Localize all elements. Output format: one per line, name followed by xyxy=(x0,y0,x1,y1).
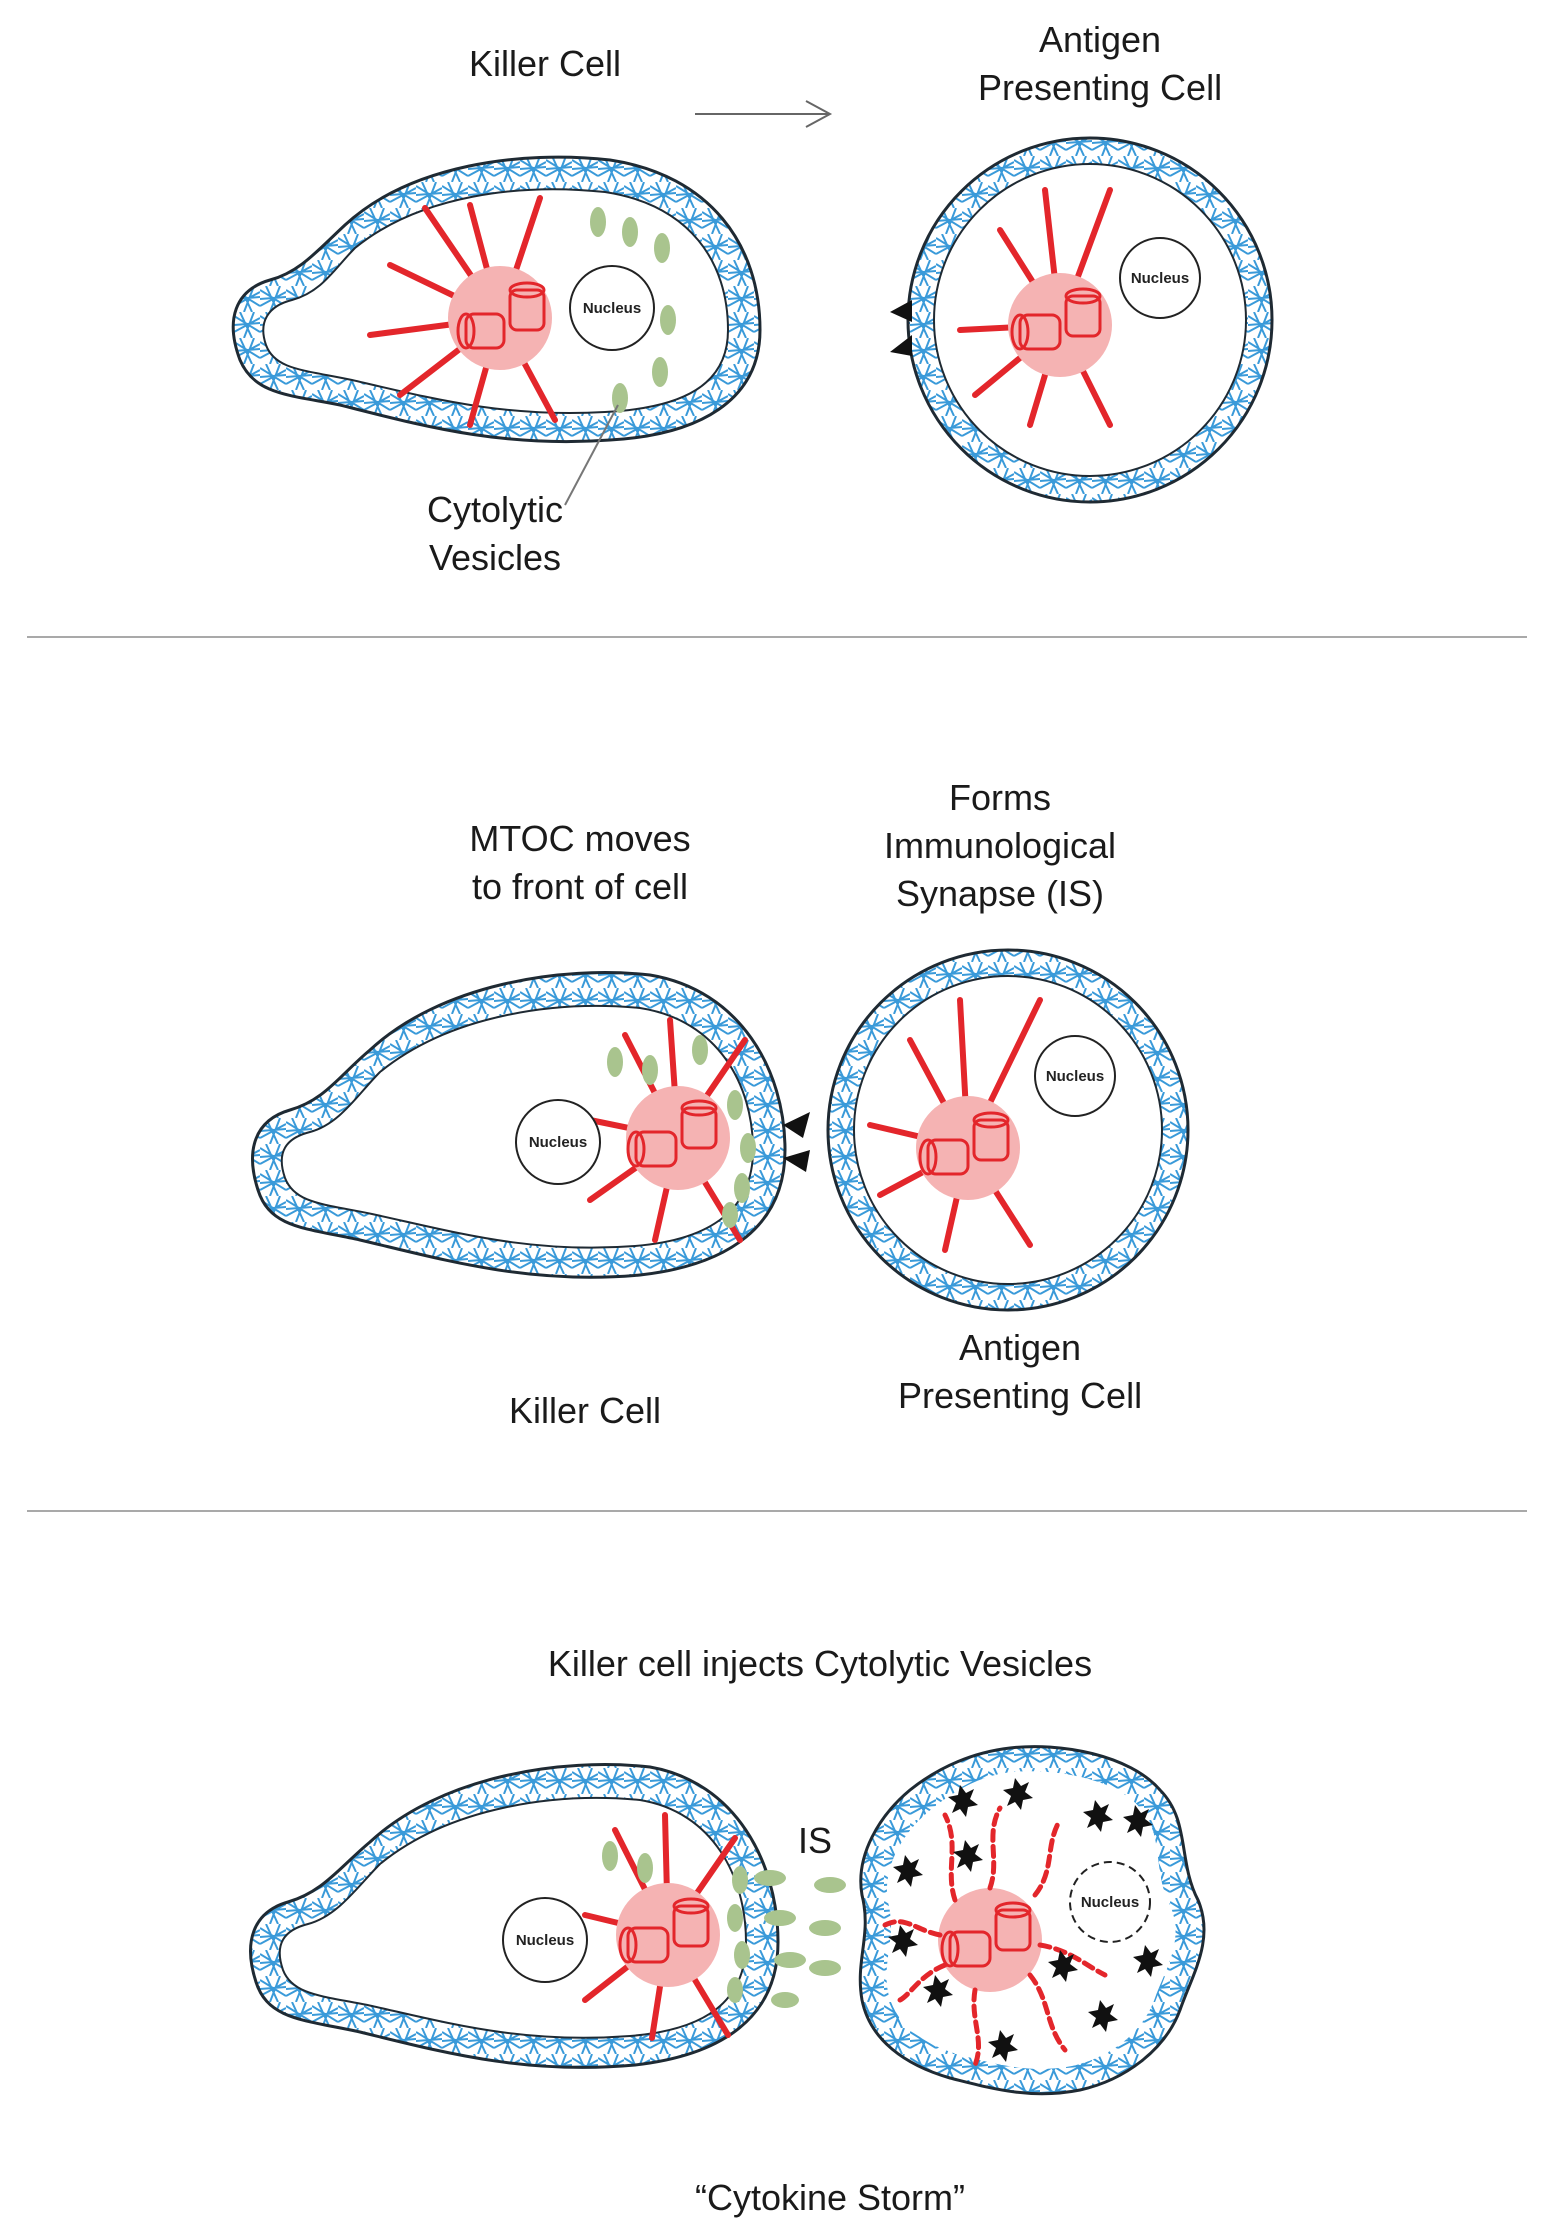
killer-cell-label-text: Killer Cell xyxy=(468,43,622,84)
cytokine-storm-label-text: “Cytokine Storm” xyxy=(694,2177,966,2218)
nucleus-label: Nucleus xyxy=(529,1134,587,1151)
killer-cell: Nucleus xyxy=(231,155,762,506)
divider-top xyxy=(27,636,1527,638)
nucleus xyxy=(1069,1861,1151,1943)
vesicles-label-line1: Cytolytic xyxy=(426,489,564,530)
centrioles xyxy=(1010,287,1102,351)
synapse-label-line2: Immunological xyxy=(883,825,1117,866)
nucleus xyxy=(515,1099,601,1185)
apc-label-line2: Presenting Cell xyxy=(977,67,1223,108)
cytolytic-vesicles-label: Cytolytic Vesicles xyxy=(395,486,595,582)
antigen-presenting-cell: Nucleus xyxy=(826,948,1190,1312)
antigens xyxy=(890,300,912,356)
cytolytic-vesicles xyxy=(590,207,676,413)
nucleus-label: Nucleus xyxy=(583,300,641,317)
centrioles xyxy=(456,281,546,350)
vesicles-label-line2: Vesicles xyxy=(428,537,562,578)
centrioles xyxy=(918,1111,1010,1176)
mtoc-label-line2: to front of cell xyxy=(471,866,689,907)
killer-cell: Nucleus xyxy=(251,971,810,1279)
fragmented-microtubules xyxy=(882,1805,1108,2068)
cytolytic-vesicles xyxy=(607,1035,756,1228)
killer-cell-label-panel2-text: Killer Cell xyxy=(508,1390,662,1431)
apc-label: Antigen Presenting Cell xyxy=(940,16,1260,112)
nucleus xyxy=(1034,1035,1116,1117)
apc-label-line1: Antigen xyxy=(1038,19,1162,60)
antigen-presenting-cell: Nucleus xyxy=(890,136,1274,504)
nucleus-label: Nucleus xyxy=(1081,1894,1139,1911)
injected-vesicles xyxy=(754,1870,846,2008)
nucleus-label: Nucleus xyxy=(1046,1068,1104,1085)
nucleus xyxy=(1119,237,1201,319)
mtoc xyxy=(448,266,552,370)
apc-label-panel2: Antigen Presenting Cell xyxy=(860,1324,1180,1420)
nucleus xyxy=(502,1897,588,1983)
antigens xyxy=(783,1112,810,1172)
panel3-title-text: Killer cell injects Cytolytic Vesicles xyxy=(547,1643,1093,1684)
mtoc xyxy=(626,1086,730,1190)
is-label-text: IS xyxy=(797,1820,832,1861)
killer-cell: Nucleus xyxy=(249,1763,780,2069)
panel3-title: Killer cell injects Cytolytic Vesicles xyxy=(380,1640,1260,1688)
cytokine-storm-label: “Cytokine Storm” xyxy=(580,2174,1080,2222)
killer-cell-label-panel2: Killer Cell xyxy=(450,1387,720,1435)
centrioles xyxy=(940,1901,1032,1968)
centrioles xyxy=(618,1897,710,1964)
apc-label-panel2-line1: Antigen xyxy=(958,1327,1082,1368)
synapse-label-line1: Forms xyxy=(949,777,1051,818)
nucleus-label: Nucleus xyxy=(1131,270,1189,287)
divider-bottom xyxy=(27,1510,1527,1512)
mtoc-label: MTOC moves to front of cell xyxy=(420,815,740,911)
panel-1: Nucleus xyxy=(231,100,1274,506)
synapse-label-line3: Synapse (IS) xyxy=(895,873,1105,914)
mtoc-label-line1: MTOC moves xyxy=(469,818,691,859)
nucleus xyxy=(569,265,655,351)
nucleus-label: Nucleus xyxy=(516,1932,574,1949)
panel-3: Nucleus xyxy=(249,1745,1206,2096)
centrioles xyxy=(626,1099,718,1168)
panel-2: Nucleus xyxy=(251,948,1190,1312)
is-label: IS xyxy=(775,1817,855,1865)
synapse-label: Forms Immunological Synapse (IS) xyxy=(840,774,1160,918)
killer-cell-label: Killer Cell xyxy=(410,40,680,88)
cytokines xyxy=(888,1778,1163,2062)
cytolytic-vesicles xyxy=(602,1841,750,2003)
killer-cell-cytoplasm xyxy=(280,1005,755,1249)
apc-label-panel2-line2: Presenting Cell xyxy=(897,1375,1143,1416)
vesicle-pointer xyxy=(564,404,619,506)
antigen-presenting-cell: Nucleus xyxy=(858,1745,1206,2096)
